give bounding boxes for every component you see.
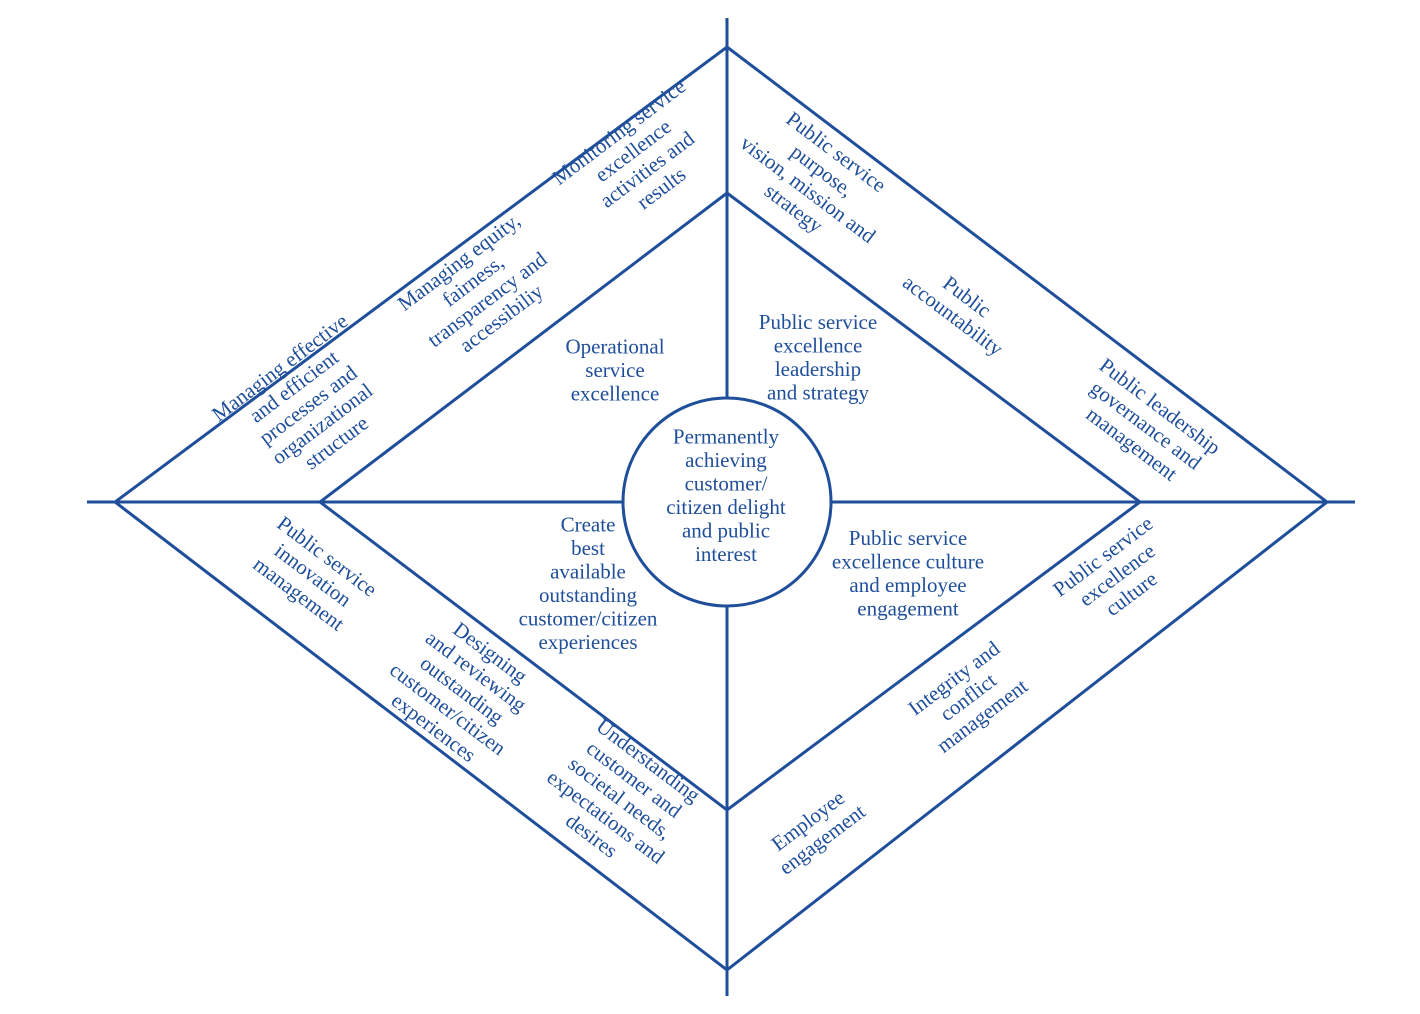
quadrant-2-item-3: Public leadershipgovernance andmanagemen… <box>1067 353 1226 497</box>
center-goal-label-line: achieving <box>685 448 767 472</box>
quadrant-3-title-line: experiences <box>538 630 637 654</box>
quadrant-3-title-line: best <box>571 536 605 560</box>
center-goal-label-line: and public <box>682 518 770 542</box>
center-goal-label-line: citizen delight <box>666 495 786 519</box>
center-goal-label-line: customer/ <box>685 471 768 495</box>
quadrant-1-title-line: service <box>585 358 644 382</box>
quadrant-3-item-3: Understandingcustomer andsocietal needs,… <box>528 709 712 888</box>
quadrant-1-item-2: Managing equity,fairness,transparency an… <box>393 208 567 372</box>
quadrant-4-item-3: Employeeengagement <box>760 780 870 879</box>
center-goal-label-line: Permanently <box>673 424 780 448</box>
quadrant-2-item-1: Public servicepurpose,vision, mission an… <box>722 93 909 267</box>
quadrant-3-title-line: customer/citizen <box>519 606 658 630</box>
quadrant-4-title-line: and employee <box>849 573 966 597</box>
quadrant-1-item-1: Managing effectiveand efficientprocesses… <box>207 309 409 502</box>
quadrant-1-title-line: Operational <box>565 335 664 359</box>
quadrant-2-title-line: and strategy <box>767 380 870 404</box>
quadrant-4-item-1: Public serviceexcellenceculture <box>1048 511 1185 639</box>
quadrant-4-title-line: excellence culture <box>832 549 984 573</box>
quadrant-2-title-line: Public service <box>759 310 877 334</box>
quadrant-4-item-2: Integrity andconflictmanagement <box>904 636 1033 758</box>
quadrant-1-item-3: Monitoring serviceexcellenceactivities a… <box>548 74 733 246</box>
quadrant-2-item-2: Publicaccountability <box>898 251 1022 361</box>
center-circle <box>621 396 833 608</box>
quadrant-3-title-line: outstanding <box>539 583 637 607</box>
quadrant-3-title-line: Create <box>561 512 616 536</box>
quadrant-1-title-line: excellence <box>571 382 660 406</box>
quadrant-4-title-line: engagement <box>857 596 959 620</box>
quadrant-2-title-line: leadership <box>775 357 861 381</box>
center-goal-label-line: interest <box>695 542 757 566</box>
quadrant-4-title-line: Public service <box>849 526 967 550</box>
outer-diamond <box>112 45 1330 972</box>
inner-diamond <box>317 191 1143 812</box>
quadrant-2-title-line: excellence <box>774 333 863 357</box>
quadrant-3-title-line: available <box>550 559 626 583</box>
quadrant-3-item-1: Public serviceinnovationmanagement <box>244 511 381 639</box>
